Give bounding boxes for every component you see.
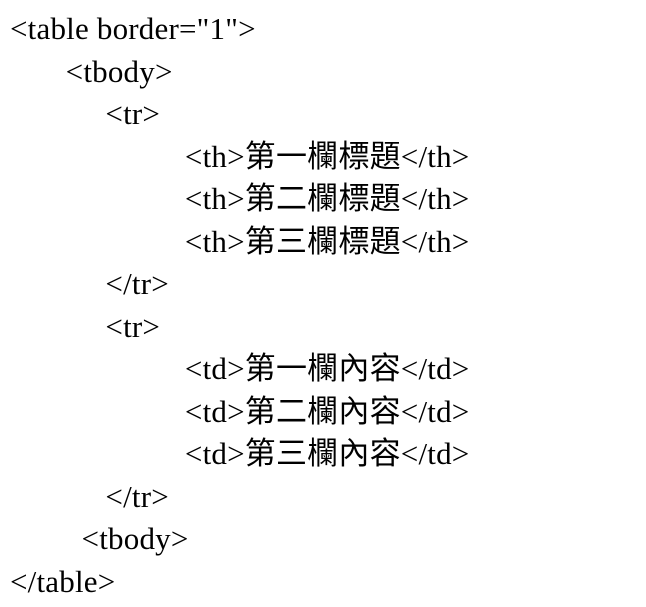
code-line-tr-close-2: </tr> [10,478,169,514]
code-line-tbody-open: <tbody> [10,53,173,89]
code-line-tbody-2: <tbody> [10,521,189,556]
code-line-table-close: </table> [10,563,116,599]
code-line-th-2: <th>第二欄標題</th> [10,181,470,216]
code-line-th-1: <th>第一欄標題</th> [10,138,470,174]
code-line-table-open: <table border="1"> [10,11,256,46]
code-line-tr-open-2: <tr> [10,308,161,344]
code-line-tr-open-1: <tr> [10,96,161,131]
code-line-td-1: <td>第一欄內容</td> [10,351,470,386]
code-line-td-3: <td>第三欄內容</td> [10,436,470,471]
code-line-td-2: <td>第二欄內容</td> [10,393,470,429]
code-line-tr-close-1: </tr> [10,266,169,301]
code-line-th-3: <th>第三欄標題</th> [10,223,470,259]
